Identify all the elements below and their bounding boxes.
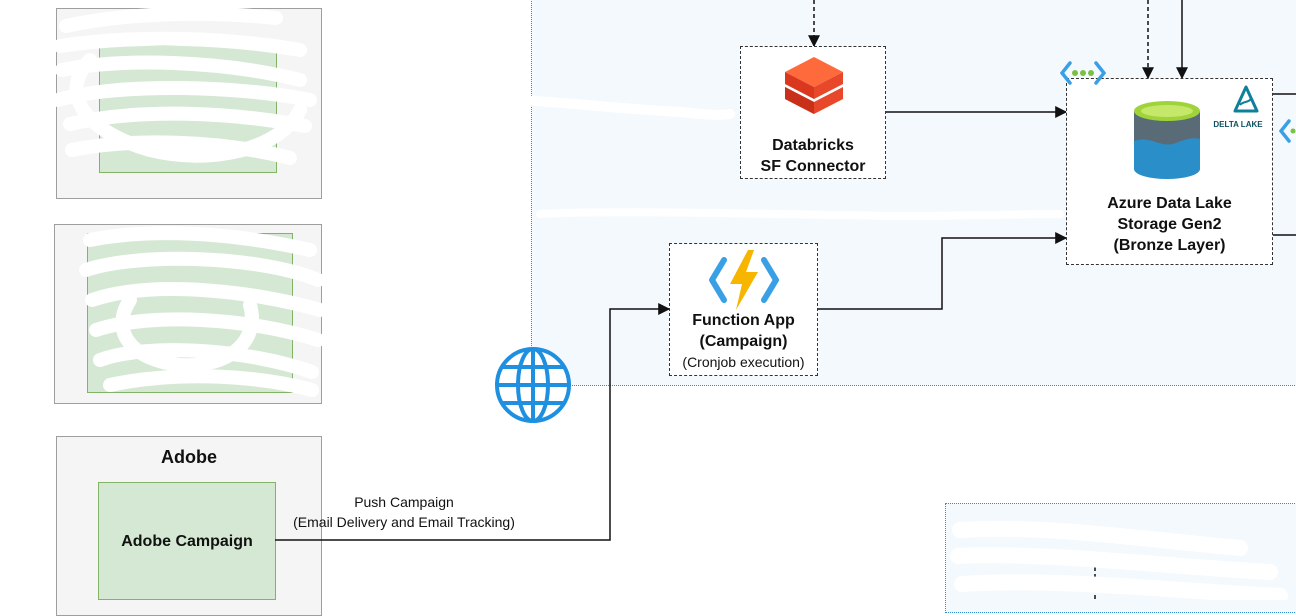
source-group-adobe[interactable]: Adobe Adobe Campaign xyxy=(56,436,322,616)
vnet-icon-partial xyxy=(1279,119,1296,143)
function-app-label-line2: (Campaign) xyxy=(699,333,788,350)
databricks-node[interactable]: Databricks SF Connector xyxy=(740,46,886,179)
function-app-icon xyxy=(709,250,779,310)
databricks-label-line2: SF Connector xyxy=(760,158,866,175)
function-app-node[interactable]: Function App (Campaign) (Cronjob executi… xyxy=(669,243,818,376)
delta-lake-icon xyxy=(1233,85,1259,113)
push-campaign-label: Push Campaign (Email Delivery and Email … xyxy=(270,492,538,532)
function-app-label-line3: (Cronjob execution) xyxy=(682,354,805,370)
adobe-group-title: Adobe xyxy=(161,447,217,467)
adls-label-line1: Azure Data Lake xyxy=(1107,195,1232,212)
delta-lake-badge: DELTA LAKE xyxy=(1213,120,1263,129)
adls-label-line3: (Bronze Layer) xyxy=(1113,237,1226,254)
function-app-label-line1: Function App xyxy=(692,312,795,329)
adobe-campaign-node[interactable]: Adobe Campaign xyxy=(98,482,276,600)
adobe-campaign-label: Adobe Campaign xyxy=(121,532,253,550)
adls-node[interactable]: DELTA LAKE Azure Data Lake Storage Gen2 … xyxy=(1066,78,1273,265)
push-campaign-line2: (Email Delivery and Email Tracking) xyxy=(293,514,515,530)
globe-icon[interactable] xyxy=(494,346,572,424)
databricks-icon xyxy=(785,57,843,114)
adls-label-line2: Storage Gen2 xyxy=(1117,216,1222,233)
vnet-icon xyxy=(1060,61,1106,85)
edge-adobe-to-function xyxy=(275,303,671,541)
edge-function-to-adls xyxy=(818,232,1068,310)
databricks-label-line1: Databricks xyxy=(772,137,854,154)
push-campaign-line1: Push Campaign xyxy=(354,494,454,510)
connectors xyxy=(275,0,1296,600)
storage-icon xyxy=(1134,101,1200,179)
redaction-scribbles xyxy=(536,208,1288,600)
